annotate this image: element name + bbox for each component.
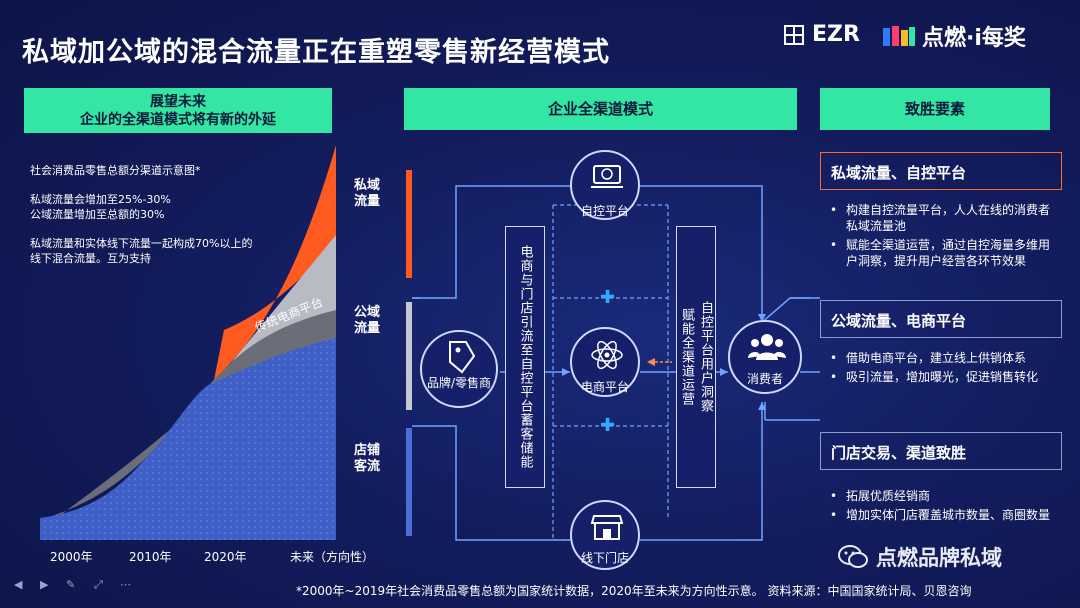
public-bullets: 借助电商平台，建立线上供销体系 吸引流量，增加曝光，促进销售转化 <box>820 350 1056 388</box>
watermark-text: 点燃品牌私域 <box>876 546 1002 570</box>
left-header-line1: 展望未来 <box>150 94 206 110</box>
public-bullet-2: 吸引流量，增加曝光，促进销售转化 <box>820 369 1056 385</box>
offline-store-label: 线下门店 <box>580 551 629 565</box>
pen-icon[interactable]: ✎ <box>66 578 76 591</box>
ezr-logo: EZR <box>782 22 860 47</box>
private-bullet-1: 构建自控流量平台，人人在线的消费者私域流量池 <box>820 202 1056 234</box>
ezr-text: EZR <box>812 22 860 47</box>
public-bar <box>406 302 412 410</box>
right-vertical-bottom: 赋能全渠道运营 <box>679 308 694 406</box>
public-bullet-1: 借助电商平台，建立线上供销体系 <box>820 350 1056 366</box>
public-area <box>204 235 336 395</box>
chart-note-title: 社会消费品零售总额分渠道示意图* <box>30 164 201 177</box>
x-label-2020: 2020年 <box>204 550 247 564</box>
ecommerce-label: 电商平台 <box>580 380 629 394</box>
store-bullets: 拓展优质经销商 增加实体门店覆盖城市数量、商圈数量 <box>820 488 1056 526</box>
price-tag-icon <box>449 341 476 374</box>
plus-icon-bottom: ✚ <box>600 415 616 436</box>
chart-note-offline-2: 线下混合流量。互为支持 <box>30 252 151 265</box>
label-private-traffic: 私域流量 <box>353 178 380 209</box>
left-vertical-box: 电商与门店引流至自控平台蓄客储能 <box>505 226 545 488</box>
label-public-traffic: 公域流量 <box>353 305 380 336</box>
consumer-label: 消费者 <box>746 372 783 386</box>
private-box-header: 私域流量、自控平台 <box>820 152 1062 190</box>
offline-store-node[interactable] <box>570 500 640 570</box>
footer-note: *2000年~2019年社会消费品零售总额为国家统计数据，2020年至未来为方向… <box>296 584 972 598</box>
store-box-header: 门店交易、渠道致胜 <box>820 432 1062 470</box>
brand-retailer-node[interactable] <box>420 330 498 408</box>
chart-note-private: 私域流量会增加至25%-30% <box>30 193 171 206</box>
chart-note-offline-1: 私域流量和实体线下流量一起构成70%以上的 <box>30 237 253 250</box>
public-box-title: 公域流量、电商平台 <box>831 312 967 330</box>
ecommerce-area <box>40 338 336 540</box>
self-platform-node[interactable] <box>570 150 640 220</box>
brand-text: 点燃·i每奖 <box>922 26 1026 51</box>
laptop-icon <box>591 165 623 188</box>
atom-icon <box>591 340 623 370</box>
more-icon[interactable]: ⋯ <box>120 578 131 591</box>
self-platform-label: 自控平台 <box>580 204 629 218</box>
brand-icon <box>883 26 915 46</box>
middle-header: 企业全渠道模式 <box>404 88 797 130</box>
store-bullet-1: 拓展优质经销商 <box>820 488 1056 504</box>
x-label-future: 未来（方向性） <box>290 550 375 564</box>
consumer-node[interactable] <box>728 320 802 394</box>
label-store-traffic: 店铺客流 <box>353 443 380 474</box>
x-label-2010: 2010年 <box>129 550 172 564</box>
prev-slide-icon[interactable]: ◀ <box>14 578 23 591</box>
store-bar <box>406 428 412 536</box>
right-vertical-box: 自控平台用户洞察 赋能全渠道运营 <box>676 226 716 488</box>
store-box-title: 门店交易、渠道致胜 <box>831 444 967 462</box>
private-box-title: 私域流量、自控平台 <box>831 164 967 182</box>
brand-retailer-label: 品牌/零售商 <box>426 376 492 390</box>
store-icon <box>591 515 623 540</box>
x-label-2000: 2000年 <box>50 550 93 564</box>
wechat-watermark: 点燃品牌私域 <box>838 542 1002 572</box>
left-header-line2: 企业的全渠道模式将有新的外延 <box>80 112 276 128</box>
channel-area-chart <box>40 145 336 540</box>
wechat-icon <box>838 545 868 568</box>
private-bar <box>406 170 412 278</box>
ecommerce-node[interactable] <box>570 327 640 397</box>
left-header: 展望未来 企业的全渠道模式将有新的外延 <box>24 88 332 133</box>
right-vertical-top: 自控平台用户洞察 <box>698 301 713 413</box>
store-bullet-2: 增加实体门店覆盖城市数量、商圈数量 <box>820 507 1056 523</box>
plus-icon-top: ✚ <box>600 287 616 308</box>
private-bullets: 构建自控流量平台，人人在线的消费者私域流量池 赋能全渠道运营，通过自控海量多维用… <box>820 202 1056 272</box>
private-area <box>214 145 336 380</box>
chart-note-public: 公域流量增加至总额的30% <box>30 208 165 221</box>
users-icon <box>748 334 786 360</box>
next-slide-icon[interactable]: ▶ <box>40 578 49 591</box>
ezr-icon <box>784 24 804 45</box>
zoom-icon[interactable]: ⤢ <box>94 578 103 591</box>
private-bullet-2: 赋能全渠道运营，通过自控海量多维用户洞察，提升用户经营各环节效果 <box>820 237 1056 269</box>
right-header: 致胜要素 <box>820 88 1050 130</box>
page-title: 私域加公域的混合流量正在重塑零售新经营模式 <box>22 37 610 68</box>
brand-logo: 点燃·i每奖 <box>882 20 1026 52</box>
public-box-header: 公域流量、电商平台 <box>820 300 1062 338</box>
